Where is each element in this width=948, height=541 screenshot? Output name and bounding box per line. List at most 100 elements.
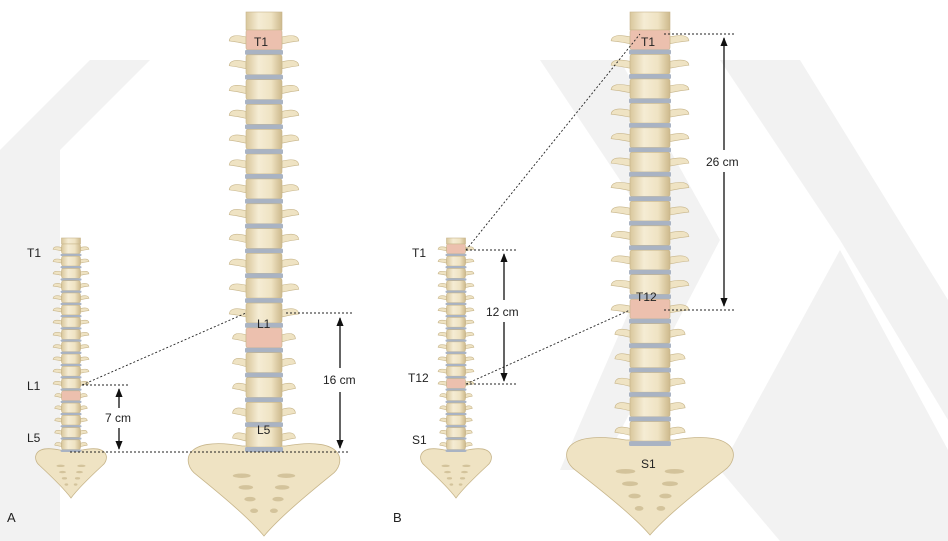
panel-a-small-spine-disc [61, 266, 82, 268]
panel-b-small-spine-process [466, 259, 474, 263]
spines-layer [36, 12, 734, 536]
panel-b-small-spine-vertebra [447, 403, 466, 413]
panel-b-small-spine-disc [446, 376, 467, 378]
panel-a-small-spine-process [81, 308, 89, 312]
panel-b-small-spine-process [440, 430, 447, 434]
panel-a-large-spine-process [229, 110, 246, 118]
panel-a-large-spine-vertebra [246, 129, 282, 149]
panel-a-large-spine-process [282, 259, 299, 267]
panel-b-small-spine-process [438, 369, 446, 373]
panel-b-small-spine-process [440, 406, 447, 410]
panel-a-large-spine-process [229, 60, 246, 68]
panel-b-large-spine-process [670, 329, 685, 337]
panel-b-small-spine-sacral-foramen [461, 471, 468, 473]
panel-a-large-spine-sacral-foramen [270, 509, 278, 514]
panel-b-small-spine-sacral-foramen [441, 465, 449, 467]
panel-a-large-spine-process [229, 135, 246, 143]
panel-a-large-spine-vertebra [246, 402, 282, 422]
panel-b-large-spine-vertebra [630, 201, 670, 221]
panel-b-small-spine [421, 238, 492, 498]
panel-b-small-spine-disc [446, 339, 467, 341]
panel-a-large-spine-vertebra [246, 204, 282, 224]
panel-a-large-spine-sacral-foramen [244, 497, 255, 502]
panel-b-large-spine-disc [629, 221, 671, 226]
panel-b-large-spine-process [670, 133, 689, 141]
panel-b-small-spine-process [466, 406, 473, 410]
panel-a-small-spine-disc [61, 413, 82, 415]
panel-a-large-spine-process [229, 160, 246, 168]
panel-a-large-spine-process [229, 284, 246, 292]
panel-a-large-spine-sacral-foramen [272, 497, 283, 502]
panel-b-large-spine-process [670, 354, 685, 362]
panel-b-large-spine-vertebra [630, 348, 670, 368]
panel-b-large-spine-disc [629, 343, 671, 348]
panel-b-large-measure: 26 cm [706, 155, 739, 169]
panel-b-large-spine-process [670, 60, 689, 68]
panel-b-small-spine-vertebra [447, 415, 466, 425]
panel-b-large-spine-process [611, 256, 630, 264]
panel-b-small-spine-highlighted-vertebra [447, 244, 466, 254]
panel-a-small-spine-process [81, 283, 89, 287]
panel-a-small-spine-process [81, 332, 89, 336]
panel-a-large-spine [188, 12, 340, 536]
panel-b-small-spine-vertebra [447, 342, 466, 352]
panel-a-small-spine-disc [61, 278, 82, 280]
panel-b-small-spine-disc [446, 290, 467, 292]
panel-a-small-spine-disc [61, 303, 82, 305]
panel-b-small-spine-process [466, 394, 473, 398]
panel-b-large-spine-process [670, 427, 685, 435]
panel-a-small-spine-process [81, 369, 89, 373]
panel-b-large-spine-vertebra [630, 373, 670, 393]
panel-a-small-spine-vertebra [62, 293, 81, 303]
panel-a-large-spine-process [282, 185, 299, 193]
panel-b-large-spine-disc [629, 368, 671, 373]
panel-b-small-top-label: T1 [412, 246, 426, 260]
panel-b-small-spine-disc [446, 437, 467, 439]
panel-b-small-spine-sacral-foramen [462, 465, 470, 467]
panel-a-large-spine-process [229, 36, 246, 44]
panel-b-large-spine-vertebra [630, 177, 670, 197]
panel-a-large-spine-process [282, 135, 299, 143]
panel-b-large-spine-process [670, 36, 689, 44]
panel-b-large-spine-process [670, 378, 685, 386]
panel-a-small-spine-sacral-foramen [62, 477, 67, 479]
panel-b-small-spine-disc [446, 388, 467, 390]
panel-a-small-spine-disc [61, 254, 82, 256]
panel-b-small-spine-process [466, 345, 474, 349]
panel-b-large-spine-process [611, 207, 630, 215]
panel-a-large-spine-vertebra [246, 80, 282, 100]
panel-a-large-spine-process [282, 408, 295, 416]
panel-b-small-spine-process [466, 283, 474, 287]
panel-a-large-spine-vertebra [246, 104, 282, 124]
panel-a-large-spine-sacrum [188, 444, 340, 536]
panel-b-large-spine-disc [629, 392, 671, 397]
panel-a-large-spine-process [282, 36, 299, 44]
panel-a-small-spine-vertebra [62, 244, 81, 254]
panel-b-large-spine-process [670, 109, 689, 117]
panel-b-large-spine-neck [630, 12, 670, 30]
panel-b-large-spine-sacral-foramen [665, 469, 685, 474]
panel-a-small-spine-sacral-foramen [59, 471, 66, 473]
panel-b-large-spine-sacral-foramen [662, 481, 678, 486]
panel-b-large-spine-vertebra [630, 226, 670, 246]
panel-a-large-measure: 16 cm [323, 373, 356, 387]
panel-a-small-spine-process [81, 418, 88, 422]
panel-b-small-spine-vertebra [447, 391, 466, 401]
panel-a-small-spine-vertebra [62, 330, 81, 340]
panel-a-small-spine-vertebra [62, 354, 81, 364]
panel-a-large-spine-sacral-foramen [275, 485, 290, 490]
panel-a-large-spine-vertebra [246, 55, 282, 75]
panel-b-large-top-label: T1 [641, 35, 655, 49]
panel-a-small-spine-disc [61, 388, 82, 390]
panel-b-large-spine-disc [629, 245, 671, 250]
panel-a-small-spine-vertebra [62, 342, 81, 352]
panel-b-small-spine-process [438, 259, 446, 263]
panel-b-large-spine-process [611, 280, 630, 288]
panel-a-large-spine-disc [245, 75, 283, 80]
panel-a-large-spine-disc [245, 124, 283, 129]
panel-b-small-measure: 12 cm [486, 305, 519, 319]
panel-b-small-spine-vertebra [447, 330, 466, 340]
panel-a-large-spine-disc [245, 373, 283, 378]
panel-b-small-spine-process [466, 332, 474, 336]
panel-a-small-spine-sacral-foramen [77, 465, 85, 467]
